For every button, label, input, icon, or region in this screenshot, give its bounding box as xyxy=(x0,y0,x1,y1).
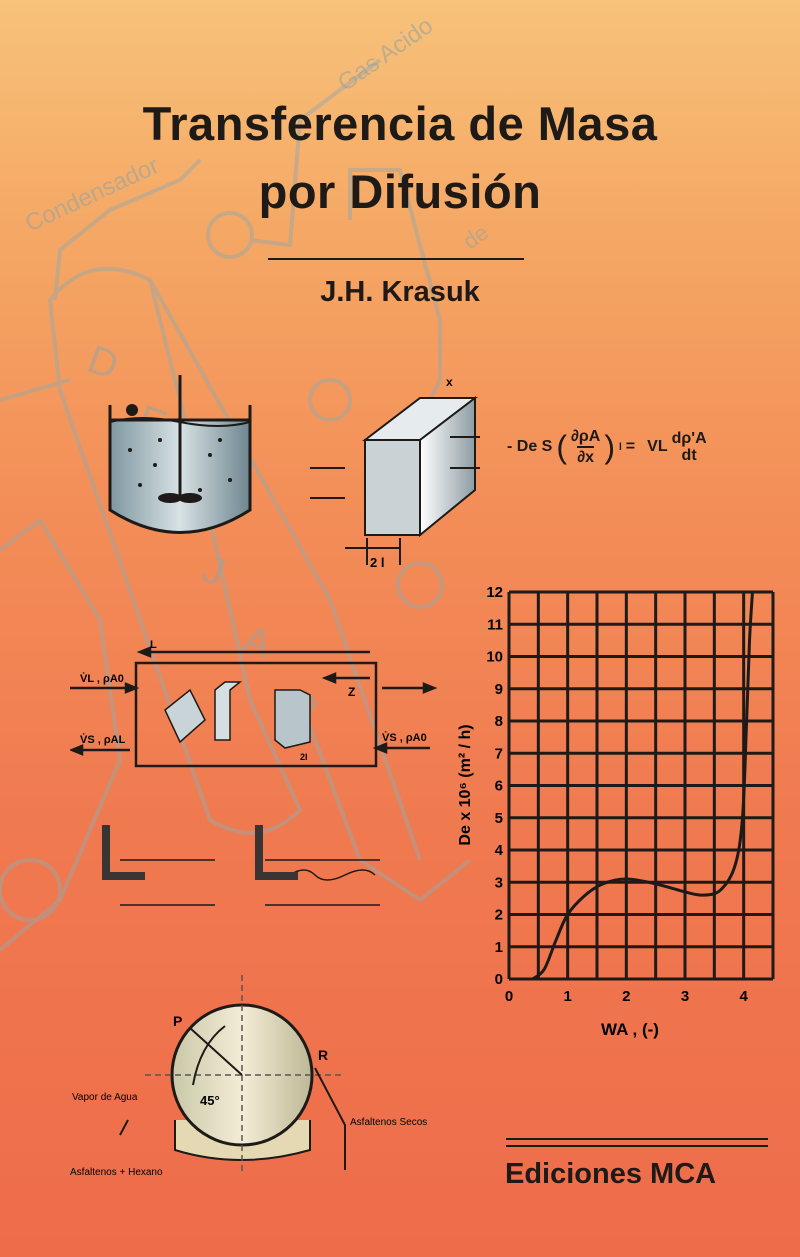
chart-y-tick-label: 8 xyxy=(495,713,503,730)
drum-label-r: R xyxy=(318,1047,328,1063)
diffusion-equation: - De S ( ∂ρA ∂x )l = VL dρ'A dt xyxy=(507,428,707,466)
chart-y-tick-label: 5 xyxy=(495,810,503,827)
chart-y-tick-label: 0 xyxy=(495,971,503,988)
chart-y-tick-label: 2 xyxy=(495,907,503,924)
equation-rhs: VL xyxy=(647,438,668,456)
drum-label-mix: Asfaltenos + Hexano xyxy=(70,1167,163,1178)
author-name: J.H. Krasuk xyxy=(320,276,480,308)
slab-thickness-label: 2 l xyxy=(370,555,384,570)
flow-label-inlet-top: V̇L , ρA0 xyxy=(80,672,124,685)
chart-x-tick-label: 4 xyxy=(739,988,748,1005)
title-divider xyxy=(268,258,524,260)
book-title-line-2: por Difusión xyxy=(258,165,542,218)
equation-partial-denominator: ∂x xyxy=(577,445,595,467)
chart-y-tick-label: 4 xyxy=(495,842,504,859)
diffusivity-curve xyxy=(531,591,754,981)
chart-x-tick-label: 2 xyxy=(622,988,630,1005)
drum-label-angle: 45° xyxy=(200,1093,220,1108)
equation-lhs: - De S xyxy=(507,438,553,456)
flow-label-l: L xyxy=(150,639,157,651)
chart-y-tick-label: 3 xyxy=(495,874,503,891)
chart-x-tick-label: 3 xyxy=(681,988,689,1005)
book-title-line-1: Transferencia de Masa xyxy=(142,97,658,150)
equation-partial-numerator: ∂ρA xyxy=(571,428,601,445)
chart-x-tick-label: 0 xyxy=(505,988,513,1005)
equation-equals: = xyxy=(625,438,636,456)
watermark-label-gas-acido: Gas Acido xyxy=(333,12,438,97)
chart-x-tick-label: 1 xyxy=(563,988,571,1005)
publisher-name: Ediciones MCA xyxy=(505,1158,717,1190)
chart-y-tick-label: 10 xyxy=(486,649,503,666)
chart-y-tick-label: 11 xyxy=(487,616,503,633)
chart-y-axis-label: De x 10⁶ (m² / h) xyxy=(457,724,474,845)
flow-extractor-diagram: L Z V̇L , ρA0 V̇S , ρAL V̇S , ρA0 2l xyxy=(70,639,438,768)
chart-y-tick-label: 9 xyxy=(495,681,503,698)
flow-label-inlet-right: V̇S , ρA0 xyxy=(382,731,427,744)
stirred-tank-illustration xyxy=(108,375,252,534)
chart-y-tick-label: 1 xyxy=(495,939,503,956)
flow-label-z: Z xyxy=(348,685,355,699)
flow-label-outlet-bottom: V̇S , ρAL xyxy=(80,733,126,746)
flow-label-dimension: 2l xyxy=(300,752,308,762)
chart-y-tick-label: 12 xyxy=(486,584,503,601)
watermark-label-de: de xyxy=(459,220,493,255)
publisher-rule xyxy=(506,1138,768,1147)
drum-dryer-illustration: P R 45° Vapor de Agua Asfaltenos Secos A… xyxy=(70,975,427,1178)
equation-subscript: l xyxy=(619,441,622,453)
chart-y-tick-label: 7 xyxy=(495,745,503,762)
slab-x-label: x xyxy=(446,375,453,389)
l-profile-illustration xyxy=(102,825,380,906)
chart-y-tick-label: 6 xyxy=(495,778,503,795)
equation-rhs-denominator: dt xyxy=(681,447,697,465)
drum-label-p: P xyxy=(173,1013,182,1029)
equation-rhs-numerator: dρ'A xyxy=(671,429,707,447)
chart-x-axis-label: WA , (-) xyxy=(601,1020,659,1039)
drum-label-dry: Asfaltenos Secos xyxy=(350,1117,427,1128)
slab-illustration: x 2 l xyxy=(310,375,480,570)
drum-label-vapor: Vapor de Agua xyxy=(72,1092,138,1103)
